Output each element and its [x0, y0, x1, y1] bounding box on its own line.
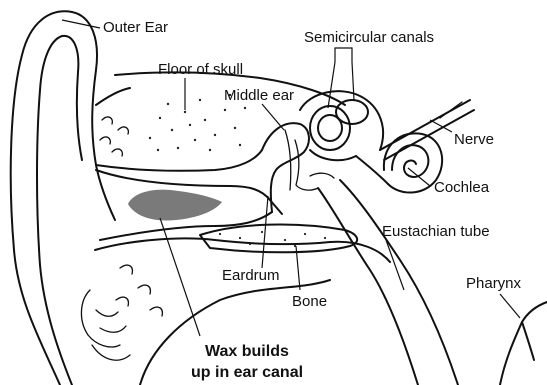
label-outer-ear: Outer Ear — [103, 19, 168, 36]
label-wax-line2: up in ear canal — [191, 364, 303, 381]
middle-ear-structures — [262, 123, 334, 214]
label-semicircular-canals: Semicircular canals — [304, 29, 434, 46]
label-nerve: Nerve — [454, 131, 494, 148]
outer-ear-shape — [11, 11, 130, 385]
eustachian-tube-shape — [318, 180, 458, 385]
label-middle-ear: Middle ear — [224, 87, 294, 104]
floor-of-skull-shape — [96, 72, 345, 170]
label-eardrum: Eardrum — [222, 267, 280, 284]
pharynx-shape — [500, 302, 547, 385]
cochlea-shape — [356, 133, 442, 192]
label-cochlea: Cochlea — [434, 179, 490, 196]
earwax-blob — [128, 190, 222, 221]
nerve-shape — [380, 100, 474, 160]
label-pharynx: Pharynx — [466, 275, 522, 292]
label-wax-line1: Wax builds — [205, 343, 289, 360]
label-floor-of-skull: Floor of skull — [158, 61, 243, 78]
label-eustachian-tube: Eustachian tube — [382, 223, 490, 240]
semicircular-canals-shape — [300, 91, 383, 160]
bone-shape — [95, 225, 390, 385]
label-bone: Bone — [292, 293, 327, 310]
